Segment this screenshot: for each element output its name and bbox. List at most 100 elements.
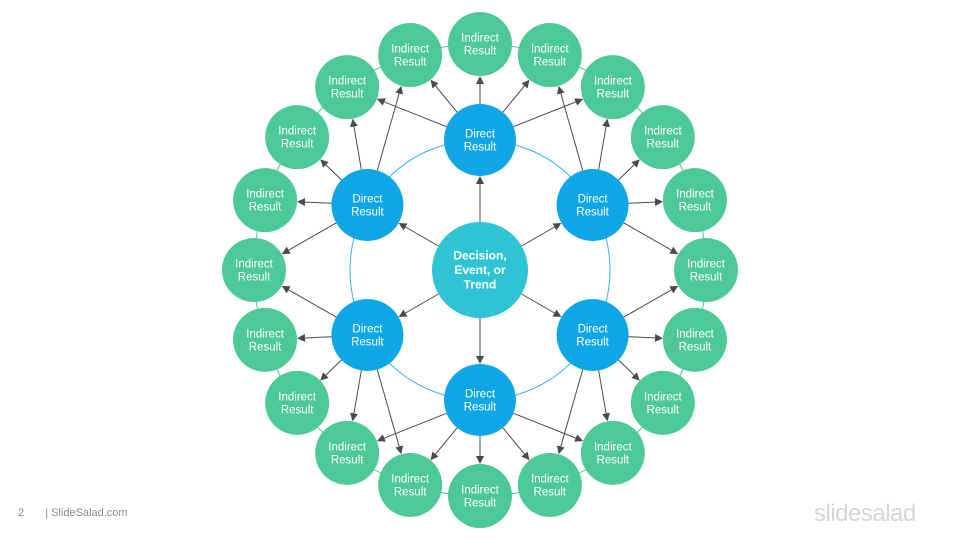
indirect-result-node-16-circle — [222, 238, 286, 302]
indirect-result-node-3-label: Indirect — [594, 76, 633, 88]
direct-result-node-2-circle — [556, 169, 629, 241]
indirect-result-node-20-label: Indirect — [391, 44, 430, 56]
direct-result-node-5-circle — [331, 299, 404, 371]
indirect-result-node-11-label: Result — [464, 498, 497, 510]
arrow-direct-3-to-indirect-6 — [623, 285, 679, 318]
indirect-result-node-11-circle — [448, 464, 512, 528]
arrow-direct-4-to-indirect-10 — [502, 427, 530, 461]
brand-logo: slidesalad — [814, 500, 916, 527]
arrow-direct-6-to-indirect-16 — [281, 222, 337, 255]
indirect-result-node-9-label: Indirect — [594, 441, 633, 453]
indirect-result-node-8-label: Result — [647, 404, 680, 416]
indirect-result-node-13-label: Indirect — [328, 441, 367, 453]
indirect-result-node-4-label: Result — [647, 139, 680, 151]
indirect-result-node-18-label: Indirect — [278, 126, 317, 138]
indirect-result-node-12-label: Indirect — [391, 473, 430, 485]
footer: 2 | SlideSalad.com — [18, 507, 128, 519]
arrow-direct-4-to-indirect-13 — [376, 412, 447, 442]
indirect-result-node-16-label: Result — [238, 272, 271, 284]
arrow-direct-3-to-indirect-8 — [618, 359, 640, 381]
indirect-result-node-14-label: Result — [281, 404, 314, 416]
direct-result-node-5-label: Result — [351, 337, 384, 349]
indirect-result-node-4-circle — [630, 105, 695, 170]
center-node-circle — [432, 222, 528, 318]
indirect-result-node-13-label: Result — [331, 454, 364, 466]
center-node-label: Event, or — [454, 263, 506, 277]
arrow-direct-2-to-indirect-6 — [623, 222, 679, 255]
arrow-direct-6-to-indirect-18 — [320, 159, 342, 181]
indirect-result-node-20-label: Result — [394, 57, 427, 69]
direct-result-node-4-label: Result — [464, 402, 497, 414]
indirect-result-node-2-label: Result — [534, 57, 567, 69]
indirect-result-node-17-label: Indirect — [246, 189, 285, 201]
indirect-result-node-13-circle — [315, 420, 380, 485]
direct-result-node-3-circle — [556, 299, 629, 371]
indirect-result-node-15-label: Result — [249, 341, 282, 353]
arrow-direct-2-to-indirect-4 — [618, 159, 640, 181]
direct-result-node-4-circle — [444, 364, 516, 436]
arrow-direct-5-to-indirect-14 — [320, 359, 342, 381]
indirect-result-node-1-circle — [448, 12, 512, 76]
indirect-result-node-3-label: Result — [597, 89, 630, 101]
direct-result-node-6-label: Result — [351, 207, 384, 219]
indirect-result-node-10-circle — [517, 452, 582, 517]
indirect-result-node-19-circle — [315, 55, 380, 120]
indirect-result-node-12-label: Result — [394, 486, 427, 498]
footer-source: | SlideSalad.com — [45, 507, 128, 519]
indirect-result-node-6-circle — [674, 238, 738, 302]
indirect-result-node-19-label: Indirect — [328, 76, 367, 88]
indirect-result-node-7-circle — [662, 307, 727, 372]
arrow-direct-5-to-indirect-15 — [297, 333, 332, 342]
indirect-result-node-12-circle — [378, 452, 443, 517]
indirect-result-node-17-label: Result — [249, 202, 282, 214]
indirect-result-node-5-label: Result — [679, 202, 712, 214]
arrow-direct-3-to-indirect-9 — [598, 370, 611, 422]
indirect-result-node-14-circle — [265, 370, 330, 435]
direct-result-node-5-label: Direct — [352, 324, 383, 336]
arrow-direct-1-to-indirect-3 — [513, 98, 584, 128]
indirect-result-node-1-label: Result — [464, 46, 497, 58]
indirect-result-node-15-circle — [233, 307, 298, 372]
indirect-result-node-5-circle — [662, 168, 727, 233]
direct-result-node-6-label: Direct — [352, 194, 383, 206]
indirect-result-node-7-label: Indirect — [676, 328, 715, 340]
arrow-direct-3-to-indirect-10 — [556, 369, 584, 455]
center-node-label: Trend — [464, 278, 497, 292]
arrow-direct-1-to-indirect-20 — [430, 79, 458, 113]
indirect-result-node-19-label: Result — [331, 89, 364, 101]
arrow-direct-6-to-indirect-20 — [376, 85, 404, 171]
arrow-direct-1-to-indirect-19 — [376, 98, 447, 128]
indirect-result-node-5-label: Indirect — [676, 189, 715, 201]
page-number: 2 — [18, 507, 25, 519]
arrow-center-to-direct-6 — [398, 223, 439, 247]
indirect-result-node-9-label: Result — [597, 454, 630, 466]
arrow-direct-3-to-indirect-7 — [628, 333, 663, 342]
direct-result-node-1-label: Direct — [465, 129, 496, 141]
direct-result-node-3-label: Result — [576, 337, 609, 349]
indirect-result-node-2-circle — [517, 23, 582, 88]
indirect-result-node-17-circle — [233, 168, 298, 233]
indirect-result-node-10-label: Indirect — [531, 473, 570, 485]
arrow-direct-4-to-indirect-9 — [513, 412, 584, 442]
